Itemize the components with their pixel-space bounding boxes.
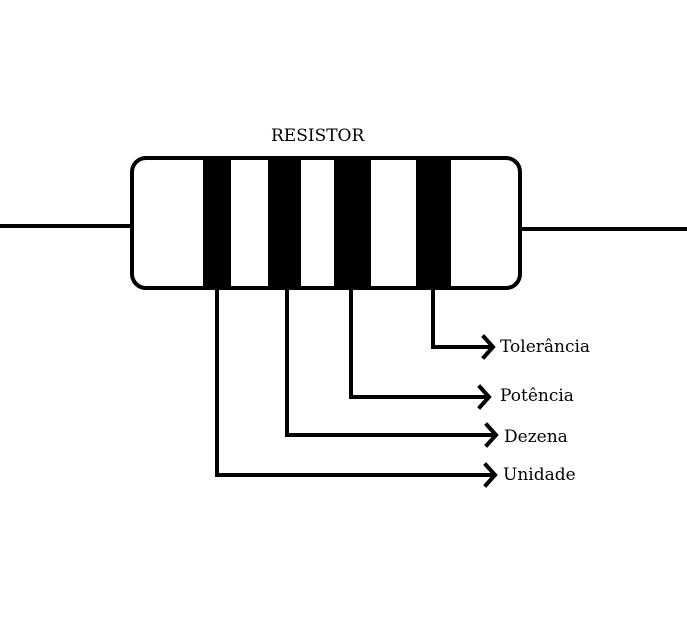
arrow-tolerancia-icon bbox=[481, 334, 496, 360]
label-dezena: Dezena bbox=[504, 427, 568, 447]
leader-tolerancia bbox=[431, 288, 490, 349]
band-unidade bbox=[203, 158, 231, 288]
label-unidade: Unidade bbox=[503, 465, 576, 485]
leader-potencia bbox=[349, 288, 486, 399]
band-potencia bbox=[334, 158, 371, 288]
label-potencia: Potência bbox=[500, 386, 574, 406]
arrow-unidade-icon bbox=[483, 462, 498, 488]
band-dezena bbox=[268, 158, 301, 288]
label-tolerancia: Tolerância bbox=[500, 337, 590, 357]
arrow-dezena-icon bbox=[484, 422, 499, 448]
diagram-title: RESISTOR bbox=[271, 126, 365, 146]
leader-dezena bbox=[285, 288, 493, 437]
leader-unidade bbox=[215, 288, 492, 477]
arrow-potencia-icon bbox=[477, 384, 492, 410]
band-tolerancia bbox=[416, 158, 451, 288]
resistor-body bbox=[130, 156, 522, 290]
